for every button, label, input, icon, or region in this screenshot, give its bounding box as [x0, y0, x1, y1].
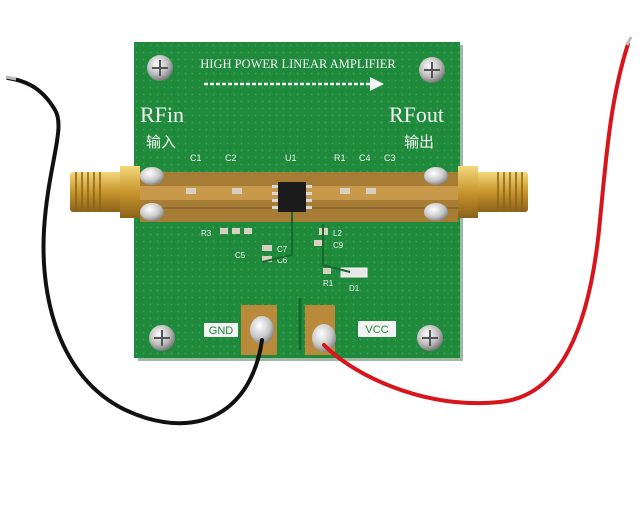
solder-pad [140, 167, 164, 185]
label-c6: C6 [277, 256, 288, 265]
smd-capacitor [232, 188, 242, 194]
screw-icon [419, 57, 445, 83]
black-wire-tip [5, 75, 17, 81]
solder-pad [424, 167, 448, 185]
solder-pad [424, 203, 448, 221]
screw-icon [147, 55, 173, 81]
rf-in-cn-label: 输入 [146, 134, 176, 151]
smd-resistor [244, 228, 252, 234]
label-u1: U1 [285, 153, 297, 163]
gnd-label: GND [209, 325, 234, 337]
board-title: HIGH POWER LINEAR AMPLIFIER [200, 57, 396, 71]
screw-icon [417, 325, 443, 351]
label-d1: D1 [349, 284, 360, 293]
solder-pad [140, 203, 164, 221]
rf-out-label: RFout [389, 102, 444, 127]
label-c4: C4 [359, 153, 371, 163]
label-r3: R3 [201, 229, 212, 238]
vcc-label-box [358, 321, 396, 337]
label-l2: L2 [333, 229, 342, 238]
label-r1-top: R1 [334, 153, 346, 163]
black-wire [6, 76, 264, 426]
amplifier-ic-chip [272, 182, 312, 212]
label-c9: C9 [333, 241, 344, 250]
label-c3: C3 [384, 153, 396, 163]
label-c5: C5 [235, 251, 246, 260]
screw-icon [149, 325, 175, 351]
label-c1: C1 [190, 153, 202, 163]
red-wire-tip [625, 36, 633, 46]
smd-capacitor [314, 240, 324, 246]
gnd-label-box [204, 323, 238, 337]
label-r1-bottom: R1 [323, 279, 334, 288]
sma-connector-left [70, 166, 140, 218]
sma-connector-right [458, 166, 528, 218]
smd-capacitor [262, 256, 272, 262]
led-diode [340, 267, 368, 278]
smd-capacitor [366, 188, 376, 194]
smd-resistor [232, 228, 240, 234]
solder-pad [250, 316, 274, 344]
label-c7: C7 [277, 245, 288, 254]
label-c2: C2 [225, 153, 237, 163]
direction-arrow-icon [204, 77, 384, 91]
smd-capacitor [340, 188, 350, 194]
red-wire [322, 42, 630, 406]
solder-pad [312, 324, 336, 352]
smd-resistor [220, 228, 228, 234]
vcc-label: VCC [365, 324, 388, 336]
rf-out-cn-label: 输出 [404, 134, 434, 151]
smd-resistor [323, 268, 331, 274]
smd-capacitor [186, 188, 196, 194]
rf-in-label: RFin [140, 102, 184, 127]
smd-capacitor [262, 245, 272, 251]
